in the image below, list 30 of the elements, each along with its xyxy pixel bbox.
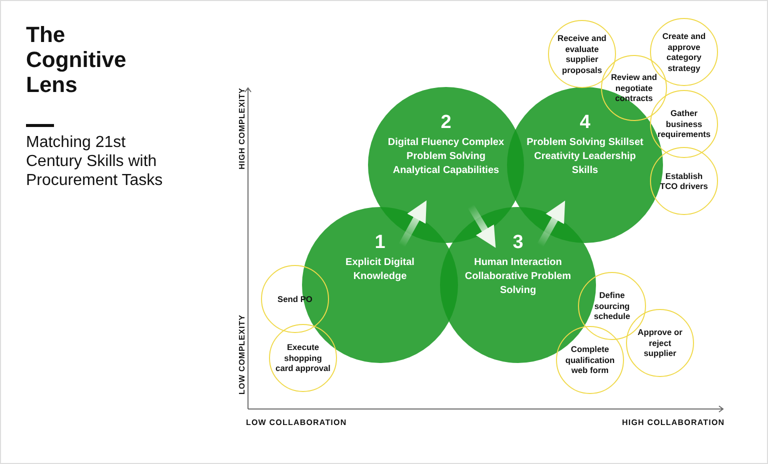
skill-list: Human Interaction Collaborative Problem Solving [455,256,581,298]
task-label: Gather business requirements [656,108,712,140]
arrow [537,200,566,248]
skill-list: Explicit Digital Knowledge [334,256,426,284]
circle-number: 3 [512,232,524,254]
task-label: Establish TCO drivers [659,170,709,192]
axis-label: HIGH COLLABORATION [622,418,725,427]
task-circle [556,326,624,394]
task-circle [269,324,337,392]
circle-number: 2 [440,112,452,134]
axis-label: LOW COLLABORATION [246,418,347,427]
axis-label: HIGH COMPLEXITY [238,86,246,172]
arrow [468,204,496,248]
task-label: Approve or reject supplier [636,327,684,359]
task-circle [601,55,667,121]
task-circle [650,147,718,215]
title: The Cognitive Lens [26,22,128,97]
arrow [398,200,427,248]
task-label: Create and approve category strategy [661,31,707,73]
task-circle [261,265,329,333]
axis-label: LOW COMPLEXITY [238,314,246,396]
task-label: Complete qualification web form [564,344,616,376]
task-label: Receive and evaluate supplier proposals [556,33,608,75]
circle-number: 1 [374,232,386,254]
skill-list: Problem Solving Skillset Creativity Leadership Skills [522,136,648,178]
task-label: Define sourcing schedule [592,290,632,322]
subtitle: Matching 21st Century Skills with Procurement Tasks [26,133,164,190]
task-label: Execute shopping card approval [275,342,331,374]
skill-list: Digital Fluency Complex Problem Solving Analytical Capabilities [383,136,509,178]
circle-number: 4 [580,112,590,134]
